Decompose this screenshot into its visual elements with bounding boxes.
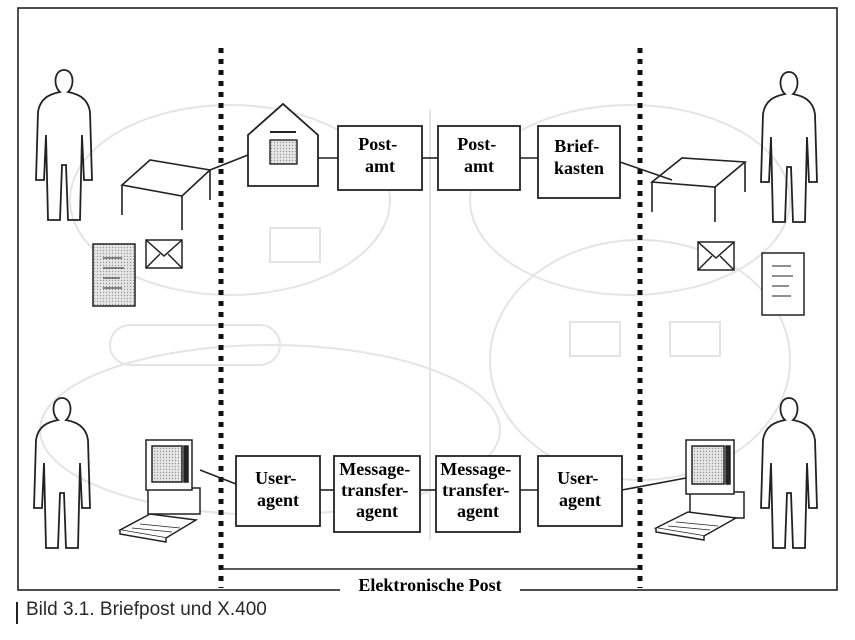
svg-text:Post- amt: Post- amt: [457, 134, 501, 176]
mta-2-line-3: agent: [457, 501, 499, 521]
user-agent-box-left: User- agent: [235, 455, 321, 527]
user-agent-box-right: User- agent: [537, 455, 623, 527]
person-icon-bottom-right: [760, 397, 818, 549]
letter-icon-left: [92, 243, 136, 307]
envelope-icon-left: [145, 239, 183, 269]
svg-text:Post- amt: Post- amt: [358, 134, 402, 176]
mta-1-line-3: agent: [356, 501, 398, 521]
postamt-box-2: Post- amt: [437, 125, 521, 191]
computer-icon-left: [117, 439, 201, 543]
mta-1-line-1: Message-: [339, 459, 410, 479]
postamt-2-line-1: Post-: [457, 134, 496, 154]
computer-icon-right: [653, 439, 745, 541]
mta-box-2: Message- transfer- agent: [435, 455, 521, 533]
briefkasten-line-1: Brief-: [554, 136, 599, 156]
mta-box-1: Message- transfer- agent: [333, 455, 421, 533]
postamt-2-line-2: amt: [464, 156, 494, 176]
bottom-row: User- agent Message- transfer- agent Mes…: [235, 455, 623, 533]
elektronische-post-label: Elektronische Post: [358, 575, 501, 595]
user-agent-left-line-1: User-: [255, 468, 296, 488]
user-agent-right-line-1: User-: [557, 468, 598, 488]
desk-icon-right: [649, 157, 748, 222]
house-icon: [247, 102, 319, 187]
mta-2-line-1: Message-: [440, 459, 511, 479]
person-icon-top-right: [760, 71, 818, 223]
person-icon-bottom-left: [33, 397, 91, 549]
figure-caption: Bild 3.1. Briefpost und X.400: [26, 599, 267, 620]
svg-text:Brief- kasten: Brief- kasten: [554, 136, 604, 178]
svg-text:User- agent: User- agent: [255, 468, 301, 510]
mta-2-line-2: transfer-: [442, 480, 509, 500]
postamt-1-line-2: amt: [365, 156, 395, 176]
desk-icon-left: [120, 159, 212, 230]
envelope-icon-right: [697, 241, 735, 271]
mta-1-line-2: transfer-: [341, 480, 408, 500]
briefkasten-line-2: kasten: [554, 158, 604, 178]
top-row: Post- amt Post- amt Brief- kasten: [337, 125, 621, 199]
letter-icon-right: [761, 252, 805, 316]
postamt-box-1: Post- amt: [337, 125, 423, 191]
svg-text:Message- transfer-: Message- transfer- agent: [440, 459, 515, 521]
person-icon-top-left: [35, 69, 93, 221]
connector-lines: [199, 154, 687, 570]
briefkasten-box: Brief- kasten: [537, 125, 621, 199]
caption-marker: [16, 602, 18, 624]
user-agent-right-line-2: agent: [559, 490, 601, 510]
svg-text:User- agent: User- agent: [557, 468, 603, 510]
postamt-1-line-1: Post-: [358, 134, 397, 154]
user-agent-left-line-2: agent: [257, 490, 299, 510]
svg-text:Message- transfer-: Message- transfer- agent: [339, 459, 414, 521]
